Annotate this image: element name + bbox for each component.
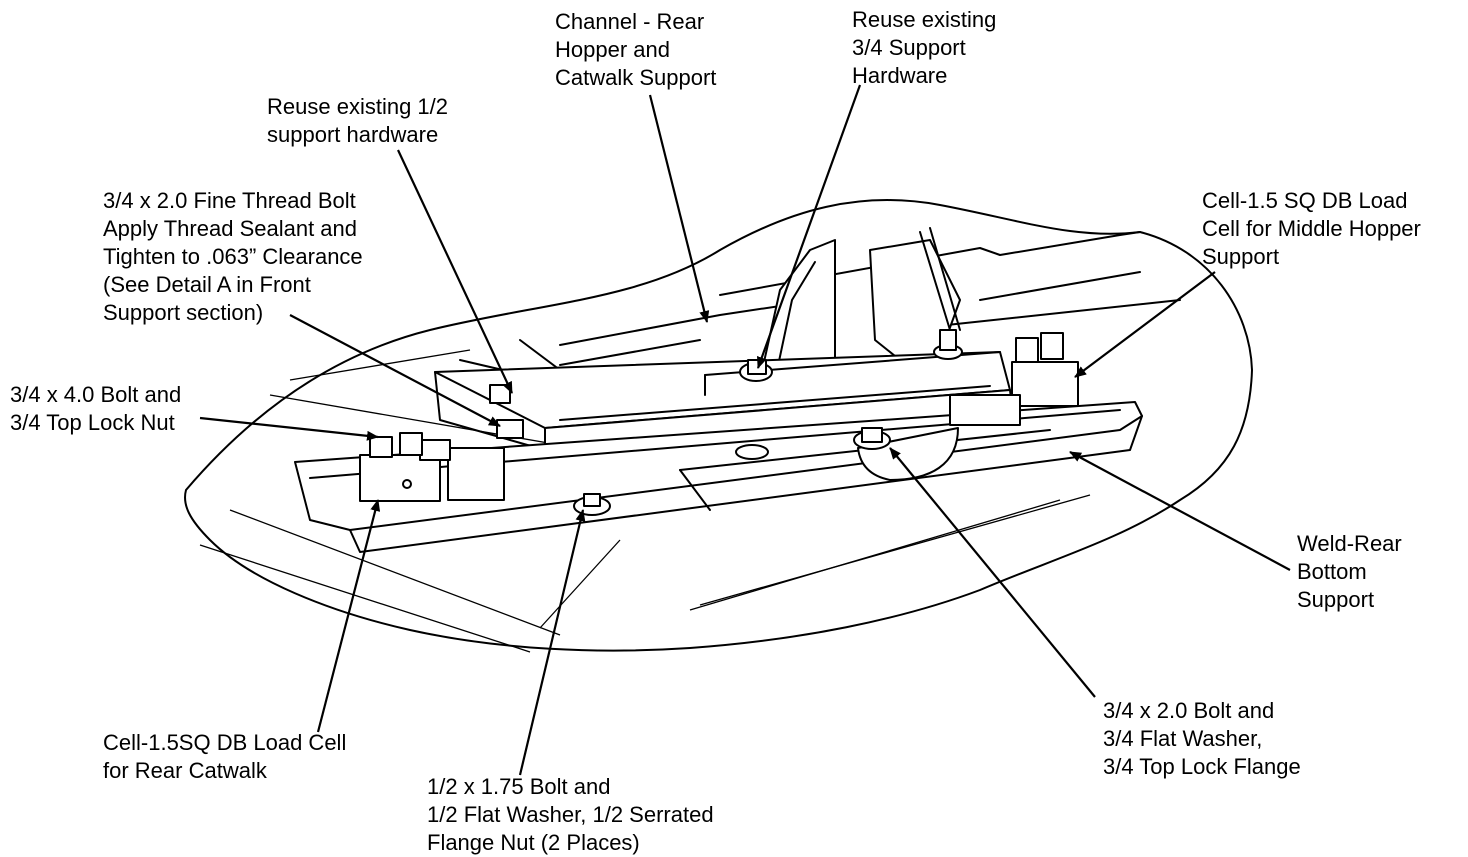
callout-line: 3/4 Flat Washer,: [1103, 726, 1263, 751]
callout-line: 3/4 x 2.0 Fine Thread Bolt: [103, 188, 356, 213]
leader-weld-rear: [1069, 451, 1291, 571]
callout-line: 3/4 Top Lock Nut: [10, 410, 175, 435]
callout-cell-middle-hopper: Cell-1.5 SQ DB Load Cell for Middle Hopp…: [1202, 187, 1421, 271]
callout-line: 3/4 x 2.0 Bolt and: [1103, 698, 1275, 723]
callout-line: (See Detail A in Front: [103, 272, 311, 297]
leader-cell-middle: [1074, 271, 1216, 378]
leader-reuse-1-2: [397, 149, 513, 394]
load-cell-rear-catwalk-block: [359, 439, 505, 502]
leader-cell-rear-catwalk: [316, 499, 381, 733]
leader-bolt-2-0: [889, 447, 1096, 698]
callout-line: 3/4 x 4.0 Bolt and: [10, 382, 182, 407]
callout-line: Cell-1.5SQ DB Load Cell: [103, 730, 347, 755]
callout-line: Cell for Middle Hopper: [1202, 216, 1421, 241]
callout-reuse-3-4-hardware: Reuse existing 3/4 Support Hardware: [852, 6, 996, 90]
callout-line: Catwalk Support: [555, 65, 717, 90]
callout-line: support hardware: [267, 122, 439, 147]
callout-weld-rear-bottom-support: Weld-Rear Bottom Support: [1297, 530, 1402, 614]
callout-line: Reuse existing 1/2: [267, 94, 448, 119]
callout-line: Bottom: [1297, 559, 1367, 584]
callout-line: Reuse existing: [852, 7, 997, 32]
callout-line: 3/4 Support: [852, 35, 966, 60]
leader-fine-thread-bolt: [289, 314, 501, 427]
callout-line: 3/4 Top Lock Flange: [1103, 754, 1301, 779]
background-lines: [199, 349, 1091, 653]
callout-line: Flange Nut (2 Places): [427, 830, 640, 855]
callout-line: 1/2 x 1.75 Bolt and: [427, 774, 611, 799]
leader-lines: [199, 84, 1291, 776]
leader-bolt-4-0: [199, 416, 379, 441]
callout-line: for Rear Catwalk: [103, 758, 267, 783]
load-cell-middle-block: [949, 361, 1079, 426]
leader-reuse-3-4: [756, 84, 862, 369]
saddle-block: [857, 427, 959, 481]
callout-bolt-2-0: 3/4 x 2.0 Bolt and 3/4 Flat Washer, 3/4 …: [1103, 697, 1301, 781]
detail-boundary: [184, 199, 1253, 652]
callout-bolt-4-0: 3/4 x 4.0 Bolt and 3/4 Top Lock Nut: [10, 381, 181, 437]
callout-line: 1/2 Flat Washer, 1/2 Serrated: [427, 802, 714, 827]
leader-channel-rear: [648, 94, 710, 323]
callout-line: Support: [1202, 244, 1280, 269]
callout-line: Tighten to .063” Clearance: [103, 244, 363, 269]
callout-line: Weld-Rear: [1297, 531, 1402, 556]
callout-fine-thread-bolt: 3/4 x 2.0 Fine Thread Bolt Apply Thread …: [103, 187, 363, 327]
callout-reuse-1-2-hardware: Reuse existing 1/2 support hardware: [267, 93, 448, 149]
callout-line: Hopper and: [555, 37, 670, 62]
callout-line: Apply Thread Sealant and: [103, 216, 357, 241]
callout-line: Hardware: [852, 63, 948, 88]
callout-channel-rear: Channel - Rear Hopper and Catwalk Suppor…: [555, 8, 716, 92]
leader-bolt-1-75: [518, 509, 586, 776]
callout-bolt-1-75: 1/2 x 1.75 Bolt and 1/2 Flat Washer, 1/2…: [427, 773, 714, 857]
callout-line: Channel - Rear: [555, 9, 705, 34]
callout-line: Support: [1297, 587, 1375, 612]
callout-line: Cell-1.5 SQ DB Load: [1202, 188, 1408, 213]
callout-line: Support section): [103, 300, 264, 325]
callout-cell-rear-catwalk: Cell-1.5SQ DB Load Cell for Rear Catwalk: [103, 729, 346, 785]
